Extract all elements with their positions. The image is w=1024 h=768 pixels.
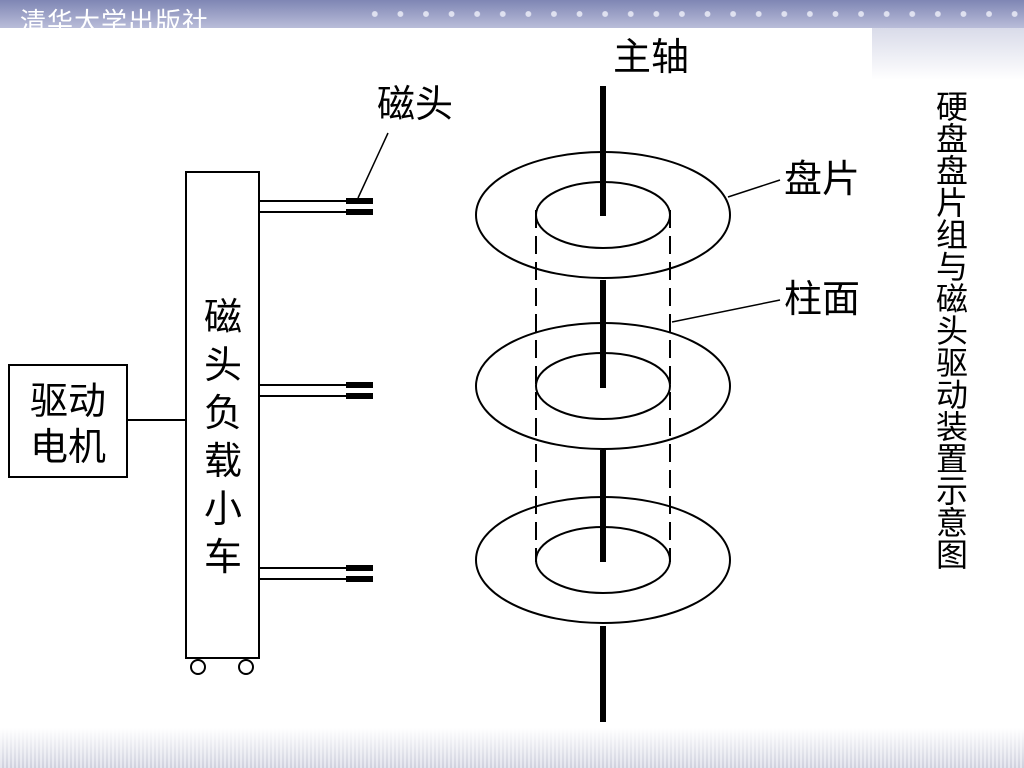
head-arm-middle [259,382,373,399]
carriage-wheel-left [190,659,206,675]
head-label: 磁头 [377,82,453,126]
drive-motor-label-line1: 驱动 [30,379,106,423]
platter-leader-line [727,179,781,198]
head-arm-top [259,198,373,215]
footer-band [0,728,1024,768]
header-bar: 清华大学出版社 [0,0,1024,28]
header-gradient-corner [872,28,1024,80]
head-arm-bottom [259,565,373,582]
cylinder-label: 柱面 [784,277,860,321]
carriage-char-6: 车 [204,535,242,579]
carriage-char-5: 小 [204,487,242,531]
platter-label: 盘片 [784,157,860,201]
carriage-wheel-right [238,659,254,675]
magnetic-head-middle [346,382,373,388]
carriage-char-3: 负 [204,391,242,435]
drive-motor-label-line2: 电机 [30,425,106,469]
head-carriage-box [185,171,260,659]
magnetic-head-bottom [346,565,373,571]
carriage-char-4: 载 [204,439,242,483]
carriage-char-1: 磁 [204,295,242,339]
spindle-label: 主轴 [613,35,689,79]
publisher-name: 清华大学出版社 [20,8,210,28]
cylinder-leader-line [671,299,781,323]
head-leader-line [357,132,389,199]
magnetic-head-top [346,198,373,204]
decorative-dots [362,9,1022,19]
carriage-char-2: 头 [204,343,242,387]
diagram-caption: 硬盘盘片组与磁头驱动装置示意图 [931,90,969,570]
